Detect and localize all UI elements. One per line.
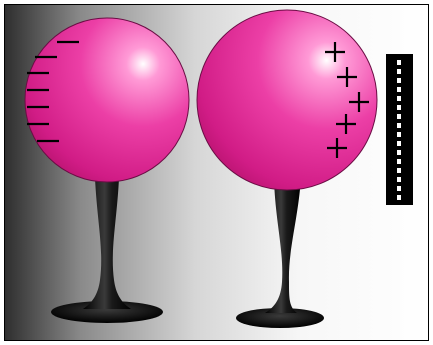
rod-mark [397,141,401,146]
rod-mark [397,114,401,119]
rod-mark [397,78,401,83]
left-sphere-body [25,18,189,182]
rod-body [386,54,413,205]
rod-mark [397,69,401,74]
rod-mark [397,159,401,164]
charged-rod [386,54,413,205]
rod-mark [397,186,401,191]
rod-mark [397,168,401,173]
right-sphere [197,10,377,190]
rod-mark [397,150,401,155]
rod-mark [397,96,401,101]
rod-mark [397,132,401,137]
rod-mark [397,177,401,182]
left-sphere [25,18,189,182]
rod-mark [397,123,401,128]
rod-mark [397,105,401,110]
rod-mark [397,195,401,200]
rod-mark [397,87,401,92]
rod-mark [397,60,401,65]
right-sphere-body [197,10,377,190]
